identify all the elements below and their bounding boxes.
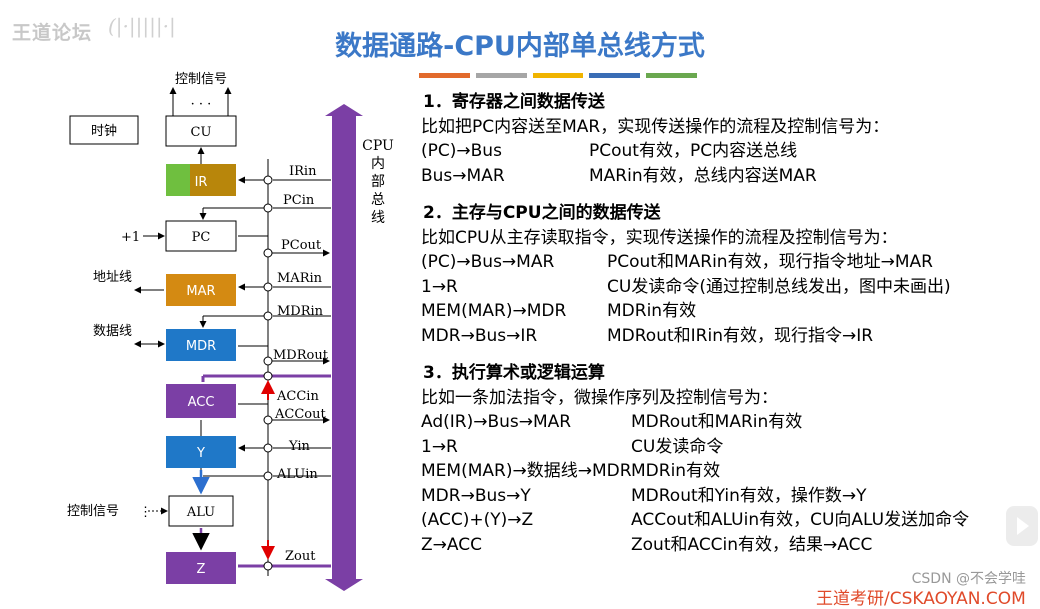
address-line-label: 地址线	[93, 270, 132, 285]
row-op: MEM(MAR)→MDR	[421, 301, 567, 321]
cpu-bus-diagram: CPU 内 部 总 线 控制信号 · · · 时钟 CU IR IRin PC …	[63, 64, 413, 591]
row-op: (PC)→Bus→MAR	[421, 252, 555, 272]
row-op: MDR→Bus→Y	[421, 485, 531, 506]
pcout-signal: PCout	[281, 238, 322, 253]
aluin-signal: ALUin	[276, 467, 318, 482]
data-line-label: 数据线	[93, 324, 132, 339]
strip-green	[646, 73, 697, 78]
section-row: MDR→Bus→Y MDRout和Yin有效，操作数→Y	[421, 484, 1031, 509]
row-op: (PC)→Bus	[421, 141, 502, 161]
alu-box: ALU	[186, 505, 215, 520]
section-row: MDR→Bus→IR MDRout和IRin有效，现行指令→IR	[421, 324, 1031, 349]
section-1-intro: 比如把PC内容送至MAR，实现传送操作的流程及控制信号为：	[421, 116, 890, 137]
section-3-title: 3．执行算术或逻辑运算	[423, 363, 605, 383]
section-row: 1→R CU发读命令(通过控制总线发出，图中未画出)	[421, 275, 1031, 300]
bus-label-char: 部	[371, 174, 385, 190]
row-desc: MDRin有效	[607, 301, 697, 321]
site-watermark: 王道论坛	[12, 22, 93, 44]
section-2-intro: 比如CPU从主存读取指令，实现传送操作的流程及控制信号为：	[421, 227, 898, 248]
section-row: (ACC)+(Y)→Z ACCout和ALUin有效，CU向ALU发送加命令	[421, 508, 1031, 533]
watermark-scribble: (|·|||||·|	[108, 14, 176, 38]
bus-label-char: 总	[371, 192, 385, 208]
mdrin-signal: MDRin	[277, 304, 324, 319]
row-desc: CU发读命令(通过控制总线发出，图中未画出)	[607, 276, 951, 297]
clock-box: 时钟	[91, 123, 117, 139]
ir-box: IR	[195, 175, 208, 190]
yin-signal: Yin	[288, 439, 311, 454]
row-op: 1→R	[421, 276, 458, 297]
bottom-brand: 王道考研/CSKAOYAN.COM	[816, 589, 1026, 609]
marin-signal: MARin	[277, 271, 323, 286]
row-op: Z→ACC	[421, 534, 482, 555]
section-row: 1→R CU发读命令	[421, 435, 1031, 460]
section-row: Bus→MAR MARin有效，总线内容送MAR	[421, 164, 1031, 189]
mar-box: MAR	[186, 284, 215, 299]
row-op: Ad(IR)→Bus→MAR	[421, 412, 572, 432]
strip-blue	[589, 73, 641, 78]
color-strip	[419, 73, 697, 78]
section-row: (PC)→Bus PCout有效，PC内容送总线	[421, 139, 1031, 164]
pcin-signal: PCin	[283, 193, 315, 208]
page-title: 数据通路-CPU内部单总线方式	[335, 31, 705, 62]
row-desc: CU发读命令	[631, 436, 724, 457]
row-desc: MDRout和MARin有效	[631, 412, 803, 432]
row-desc: MDRin有效	[631, 461, 721, 481]
csdn-watermark: CSDN @不会学哇	[911, 571, 1026, 587]
row-op: Bus→MAR	[421, 165, 505, 186]
alu-control-dots: ⋮	[139, 505, 152, 520]
control-signal-top-label: 控制信号	[175, 72, 227, 87]
zout-signal: Zout	[285, 549, 316, 564]
section-row: Ad(IR)→Bus→MAR MDRout和MARin有效	[421, 410, 1031, 435]
play-icon[interactable]	[1006, 506, 1038, 546]
row-op: 1→R	[421, 436, 458, 457]
row-desc: MARin有效，总线内容送MAR	[589, 165, 817, 186]
mdr-box: MDR	[186, 339, 216, 354]
section-row: MEM(MAR)→MDR MDRin有效	[421, 299, 1031, 324]
irin-signal: IRin	[289, 164, 317, 179]
notes-panel: 1．寄存器之间数据传送 比如把PC内容送至MAR，实现传送操作的流程及控制信号为…	[421, 90, 1031, 557]
bus-label-char: 内	[371, 156, 385, 172]
bus-label-char: 线	[371, 210, 385, 226]
section-row: Z→ACC Zout和ACCin有效，结果→ACC	[421, 533, 1031, 558]
plus-one-label: +1	[121, 230, 140, 245]
acc-box: ACC	[188, 395, 215, 410]
row-op: MDR→Bus→IR	[421, 325, 538, 346]
y-box: Y	[196, 446, 205, 461]
bus-label: CPU 内 部 总 线	[362, 138, 394, 226]
control-dots: · · ·	[191, 97, 212, 112]
section-row: (PC)→Bus→MAR PCout和MARin有效，现行指令地址→MAR	[421, 250, 1031, 275]
accout-signal: ACCout	[274, 407, 326, 422]
accin-signal: ACCin	[276, 389, 319, 404]
pc-box: PC	[192, 230, 211, 245]
z-box: Z	[197, 562, 206, 577]
row-desc: MDRout和IRin有效，现行指令→IR	[607, 325, 874, 346]
row-desc: Zout和ACCin有效，结果→ACC	[631, 534, 873, 555]
row-op: (ACC)+(Y)→Z	[421, 510, 534, 530]
control-signal-alu-label: 控制信号	[67, 504, 119, 519]
row-op: MEM(MAR)→数据线→MDR	[421, 461, 632, 481]
row-desc: ACCout和ALUin有效，CU向ALU发送加命令	[631, 510, 970, 530]
mdrout-signal: MDRout	[273, 348, 329, 363]
internal-bus	[325, 104, 363, 591]
bus-label-cpu: CPU	[362, 138, 394, 154]
strip-gray	[475, 73, 527, 78]
section-3-intro: 比如一条加法指令，微操作序列及控制信号为：	[421, 387, 778, 408]
cu-box: CU	[191, 125, 212, 140]
section-2-title: 2．主存与CPU之间的数据传送	[423, 203, 661, 223]
row-desc: PCout和MARin有效，现行指令地址→MAR	[607, 252, 933, 272]
row-desc: PCout有效，PC内容送总线	[589, 141, 798, 161]
row-desc: MDRout和Yin有效，操作数→Y	[631, 485, 867, 506]
strip-orange	[419, 73, 470, 78]
section-1-title: 1．寄存器之间数据传送	[423, 92, 605, 112]
strip-yellow	[532, 73, 584, 78]
